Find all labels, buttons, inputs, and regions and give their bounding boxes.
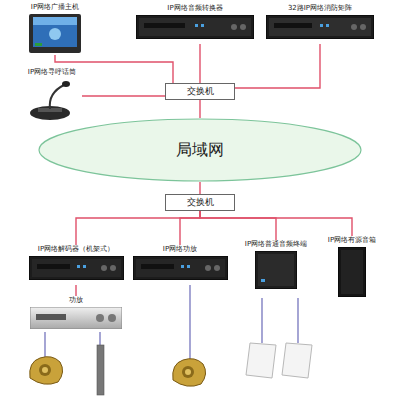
network-cable xyxy=(76,211,200,245)
rack-device xyxy=(136,15,254,39)
network-cable xyxy=(199,100,200,118)
speaker-wire xyxy=(99,332,100,345)
device-art xyxy=(24,79,80,121)
device-label: IP网络解码器（机架式） xyxy=(38,245,114,254)
device-node: IP网络功放 xyxy=(130,245,230,285)
device-art xyxy=(338,247,366,297)
device-node: 32路IP网络消防矩阵 xyxy=(265,4,375,44)
node-text: 交换机 xyxy=(187,196,214,209)
network-cable xyxy=(82,95,165,96)
node-text: 局域网 xyxy=(176,140,224,161)
ceiling-speaker xyxy=(246,343,276,378)
rack-device xyxy=(29,256,124,280)
rack-device xyxy=(133,256,228,280)
network-ellipse: 局域网 xyxy=(38,118,362,182)
device-art xyxy=(136,15,254,39)
horn-speaker xyxy=(30,357,63,385)
node-text: 交换机 xyxy=(187,85,214,98)
mic-device xyxy=(24,79,80,121)
device-node: 功放 xyxy=(26,296,126,332)
device-node: IP网络有源音箱 xyxy=(316,236,388,302)
device-art xyxy=(30,307,122,329)
device-label: IP网络广播主机 xyxy=(31,3,79,12)
network-cable xyxy=(200,211,352,236)
device-node: IP网络广播主机 xyxy=(18,3,92,55)
device-art xyxy=(266,15,374,39)
device-node: IP网络音频转换器 xyxy=(135,4,255,44)
monitor-device xyxy=(29,14,81,54)
device-art xyxy=(133,256,228,280)
switch-box: 交换机 xyxy=(165,83,235,100)
device-node: IP网络寻呼话筒 xyxy=(22,68,82,122)
device-label: IP网络普通音频终端 xyxy=(245,240,307,249)
terminal-device xyxy=(255,251,297,289)
speaker-wire xyxy=(44,332,45,360)
network-cable xyxy=(199,44,200,83)
horn-speaker xyxy=(173,359,206,387)
network-cable xyxy=(180,211,200,245)
speaker-wire xyxy=(189,285,190,361)
device-art xyxy=(29,256,124,280)
device-art xyxy=(29,14,81,54)
network-cable xyxy=(199,182,200,194)
ceiling-speaker xyxy=(282,343,312,378)
speaker-wire xyxy=(297,298,298,343)
device-art xyxy=(255,251,297,289)
device-node: IP网络解码器（机架式） xyxy=(26,245,126,285)
active-speaker-device xyxy=(338,247,366,297)
network-cable xyxy=(200,211,276,240)
device-label: IP网络寻呼话筒 xyxy=(28,68,76,77)
device-label: 功放 xyxy=(69,296,83,305)
network-cable xyxy=(75,285,76,296)
column-speaker xyxy=(97,345,104,395)
device-label: IP网络音频转换器 xyxy=(167,4,222,13)
switch-box: 交换机 xyxy=(165,194,235,211)
silver-amp-device xyxy=(30,307,122,329)
network-cable xyxy=(235,44,320,88)
speaker-wire xyxy=(261,298,262,343)
rack-device xyxy=(266,15,374,39)
device-label: IP网络有源音箱 xyxy=(328,236,376,245)
device-label: IP网络功放 xyxy=(163,245,197,254)
device-label: 32路IP网络消防矩阵 xyxy=(288,4,352,13)
device-node: IP网络普通音频终端 xyxy=(238,240,314,298)
